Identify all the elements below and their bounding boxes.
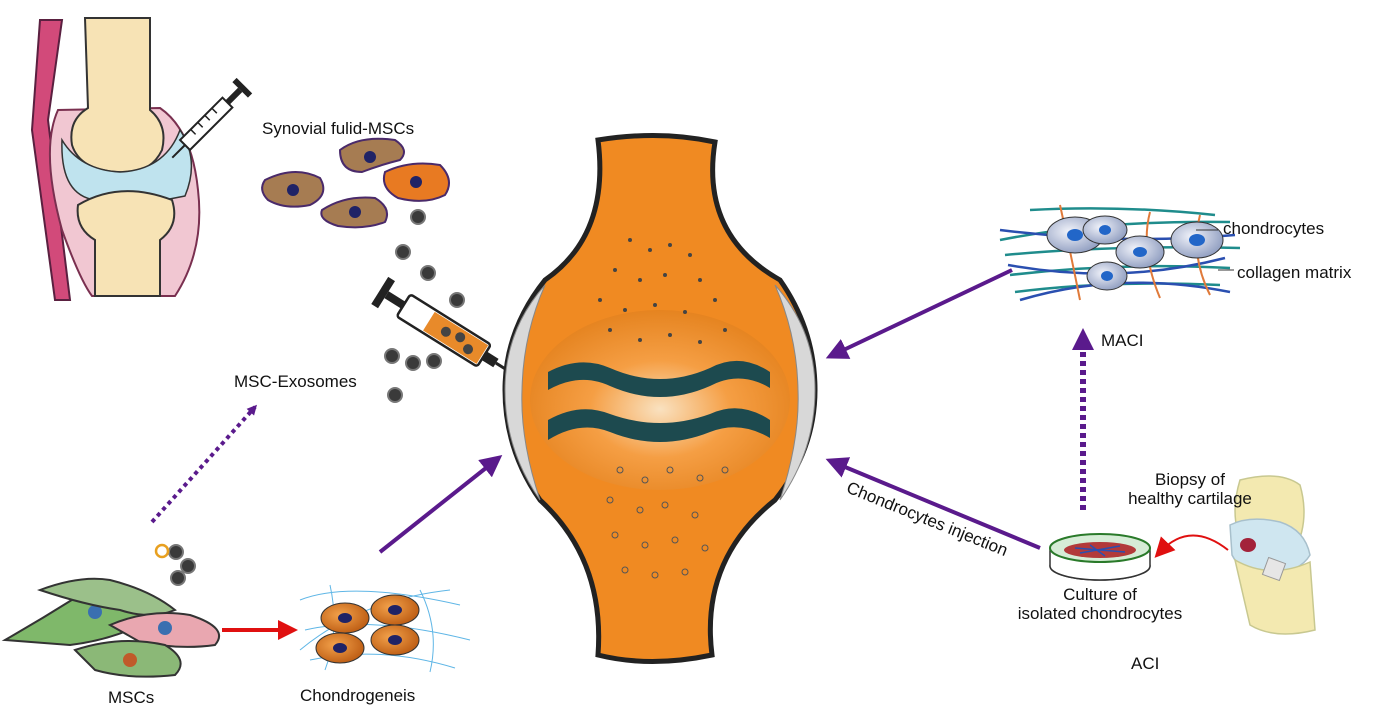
arrow-maci-to-joint bbox=[825, 268, 1013, 359]
label-msc-exosomes: MSC-Exosomes bbox=[234, 372, 357, 391]
msc-cells bbox=[1, 577, 221, 678]
central-joint bbox=[502, 132, 818, 664]
chondrogenesis-cells bbox=[299, 584, 471, 673]
label-synovial-msc: Synovial fulid-MSCs bbox=[262, 119, 415, 138]
knee-joint-icon bbox=[1229, 475, 1316, 635]
label-biopsy-line1: Biopsy of bbox=[1155, 470, 1225, 489]
label-chondrocytes: chondrocytes bbox=[1223, 219, 1325, 238]
label-culture: Culture of isolated chondrocytes bbox=[1000, 585, 1200, 623]
syringe-icon bbox=[171, 77, 253, 159]
label-chondrogenesis: Chondrogeneis bbox=[300, 686, 416, 705]
arrow-msc-to-exosomes bbox=[150, 404, 258, 524]
maci-scaffold bbox=[999, 204, 1241, 302]
label-maci: MACI bbox=[1101, 331, 1144, 350]
label-culture-line2: isolated chondrocytes bbox=[1017, 604, 1183, 623]
synovial-msc-cells bbox=[261, 137, 450, 229]
arrow-chondro-to-joint bbox=[378, 455, 503, 554]
petri-dish-icon bbox=[1049, 533, 1151, 581]
label-culture-line1: Culture of bbox=[1063, 585, 1137, 604]
label-aci: ACI bbox=[1131, 654, 1160, 673]
exosome-icon bbox=[168, 209, 465, 586]
label-mscs: MSCs bbox=[108, 688, 155, 707]
label-collagen-matrix: collagen matrix bbox=[1237, 263, 1352, 282]
arrow-aci-to-joint bbox=[825, 457, 1041, 550]
arrow-biopsy-to-dish bbox=[1154, 534, 1229, 558]
exosome-hollow bbox=[154, 543, 170, 559]
label-biopsy: Biopsy of healthy cartilage bbox=[1115, 470, 1265, 508]
knee-joint-icon bbox=[30, 17, 201, 301]
label-biopsy-line2: healthy cartilage bbox=[1128, 489, 1252, 508]
